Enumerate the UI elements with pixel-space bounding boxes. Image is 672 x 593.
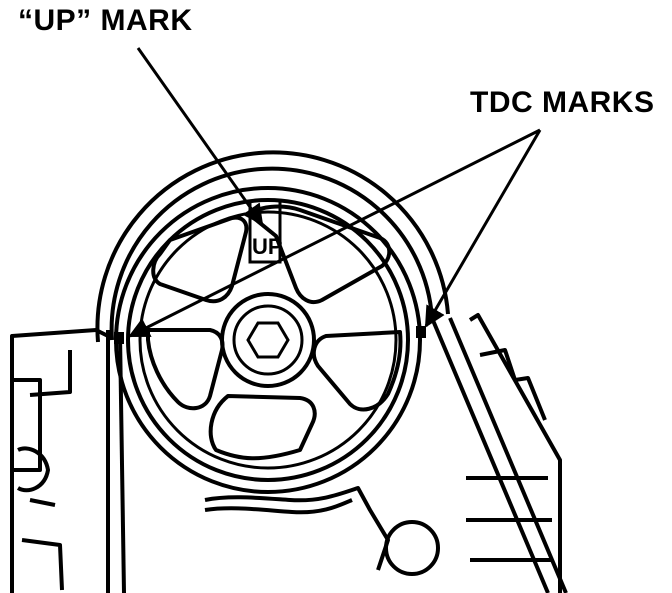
idler-pulley [384,520,440,576]
tdc-notches [114,326,426,344]
up-mark-arrow [136,47,264,226]
tdc-notch-left [114,332,124,344]
hex-bolt [246,321,290,359]
right-engine-housing [466,313,562,593]
up-mark-stamp: UP [252,234,283,259]
up-mark-callout-label: “UP” MARK [18,4,193,37]
lower-bracket [204,486,440,576]
tdc-arrow-left [128,128,541,338]
callout-arrows [128,47,542,338]
timing-belt-left-run [106,330,126,593]
left-engine-housing [10,328,109,593]
timing-belt-wrap [95,150,450,343]
camshaft-pulley [114,186,422,494]
up-mark-plate: UP [248,200,283,264]
timing-belt-right-run [430,317,568,593]
tdc-marks-callout-label: TDC MARKS [470,86,655,119]
tdc-arrow-right [424,129,542,328]
tdc-notch-right [416,326,426,338]
